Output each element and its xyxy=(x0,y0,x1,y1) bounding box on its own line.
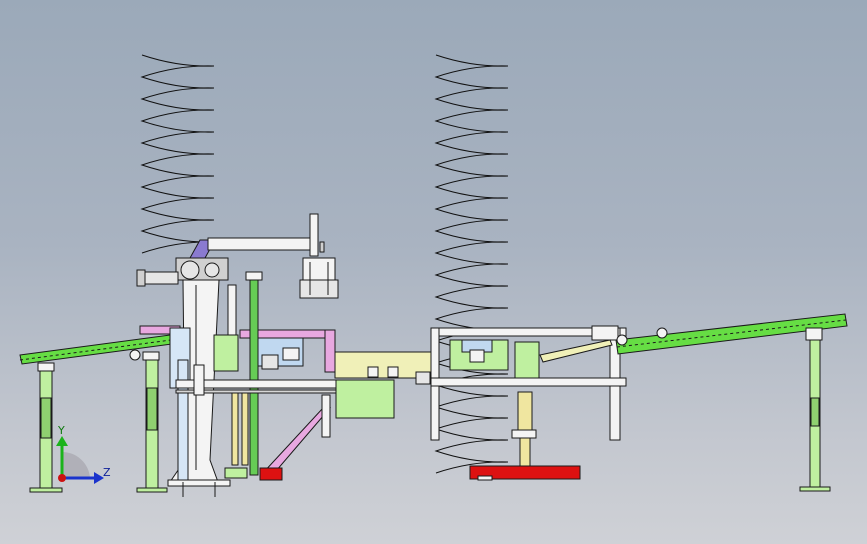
right-frame xyxy=(430,325,627,441)
center-green-box xyxy=(335,379,395,419)
left-mechanism-boxes xyxy=(169,327,304,481)
yellow-posts xyxy=(231,389,249,466)
middle-spring xyxy=(434,54,509,474)
right-inner-box xyxy=(449,339,613,379)
left-conveyor-leg xyxy=(29,362,63,493)
robot-gearbox xyxy=(175,257,229,281)
y-axis-label: Y xyxy=(57,424,65,437)
right-conveyor-leg xyxy=(799,327,831,492)
left-red-base xyxy=(224,467,283,481)
vertical-actuator xyxy=(511,391,537,469)
left-inclined-conveyor xyxy=(19,332,188,365)
coordinate-triad-icon: Y Z xyxy=(56,424,111,484)
robot-gripper xyxy=(299,257,339,299)
robot-motor xyxy=(136,269,179,287)
left-conveyor-leg-2 xyxy=(136,351,168,493)
right-support-leg xyxy=(321,394,331,438)
center-transfer-bed xyxy=(334,351,436,385)
right-red-base xyxy=(469,465,581,481)
left-spring xyxy=(140,54,215,254)
robot-arm xyxy=(189,213,325,259)
z-axis-label: Z xyxy=(103,466,111,479)
pink-frame xyxy=(139,325,336,479)
right-inclined-conveyor xyxy=(615,313,848,355)
